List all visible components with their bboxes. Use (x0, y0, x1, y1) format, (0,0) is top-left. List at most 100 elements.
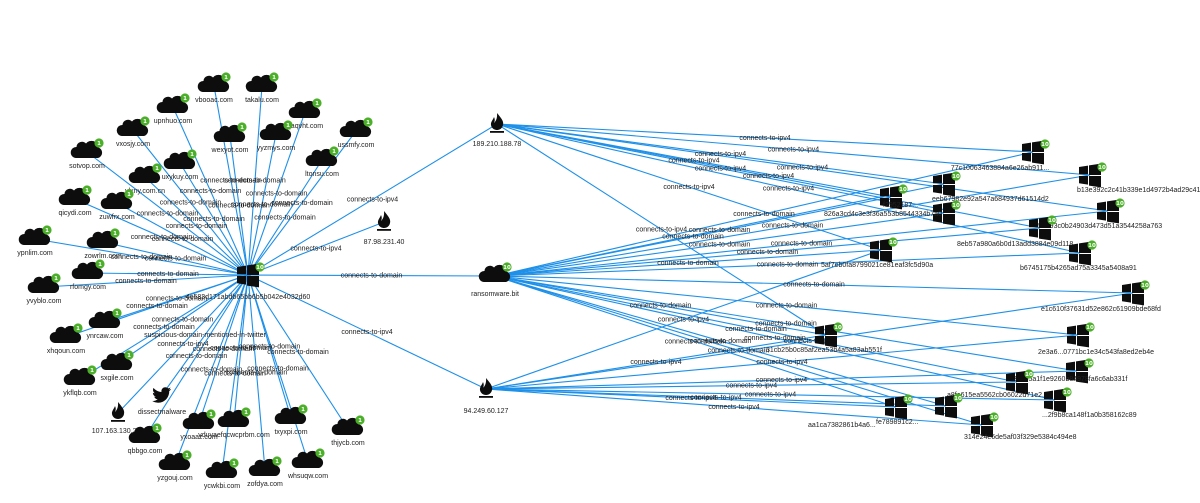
node-w16[interactable]: 10...2f9b8ca148f1a0b358162c89 (1042, 387, 1137, 419)
badge-count: 10 (1085, 361, 1093, 367)
edge-label: connects-to-ipv4 (726, 383, 777, 390)
badge-count: 1 (358, 418, 362, 424)
edge-label: connects-to-domain (131, 234, 193, 241)
edge-label: connects-to-domain (226, 370, 288, 377)
badge-count: 1 (85, 188, 89, 194)
node-ip3[interactable]: 94.249.60.127 (464, 378, 509, 415)
node-w4[interactable]: 10f2952187... (880, 184, 918, 210)
badge-count: 1 (209, 412, 213, 418)
node-w15[interactable]: 10aa1ca7382861b4a6... (808, 394, 913, 429)
edge-ip3-w10 (485, 292, 1134, 390)
node-label: 87.98.231.40 (364, 239, 405, 246)
count-badge: 1 (124, 189, 134, 199)
edge-label: connects-to-domain (208, 203, 270, 210)
node-ip2[interactable]: 87.98.231.40 (364, 211, 405, 246)
cloud-icon (339, 119, 372, 137)
node-tw[interactable]: dissectmalware (138, 387, 186, 416)
cloud-icon (259, 122, 292, 140)
edge-label: connects-to-domain (689, 242, 751, 249)
cloud-icon (49, 325, 82, 343)
edge-ip3-w14 (485, 381, 1018, 390)
count-badge: 1 (110, 228, 120, 238)
edge-label: connects-to-domain (665, 339, 727, 346)
node-ip4[interactable]: 107.163.130.209 (92, 402, 145, 435)
edge-bit-w6 (494, 210, 1109, 277)
edge-label: connects-to-domain (254, 215, 316, 222)
edge-hub1-ip4 (117, 274, 249, 414)
edge-bit-w15 (494, 275, 897, 408)
node-d13[interactable]: 1 qicydi.com (58, 185, 92, 217)
badge-count: 10 (889, 240, 897, 246)
edge-hub1-d17 (87, 272, 249, 276)
node-ip1[interactable]: 189.210.188.78 (473, 113, 522, 148)
node-w17[interactable]: 10fe789891c2... (876, 393, 963, 426)
edge-ip1-w2 (496, 123, 1091, 176)
edge-label: connects-to-ipv4 (756, 359, 807, 366)
node-label: qicydi.com (58, 210, 91, 217)
cloud-icon (291, 450, 324, 468)
node-label: sxgile.com (100, 375, 133, 382)
edge-ip1-w8 (496, 123, 882, 251)
edge-label: connects-to-ipv4 (341, 329, 392, 336)
edge-label: connects-to-ipv4 (695, 166, 746, 173)
badge-count: 10 (503, 265, 511, 271)
edge-label: connects-to-ipv4 (739, 135, 790, 142)
windows-icon (1067, 323, 1089, 348)
cloud-icon (331, 417, 364, 435)
node-w14[interactable]: 10a8fe615ea5562cb06022d71e2... (947, 369, 1048, 399)
badge-count: 1 (76, 326, 80, 332)
windows-icon (971, 413, 993, 438)
edge-hub1-ip2 (247, 221, 385, 276)
edge-label: connects-to-domain (657, 260, 719, 267)
edge-ip3-w11 (485, 334, 1079, 390)
edge-label: connects-to-domain (224, 178, 286, 185)
node-w1[interactable]: 1077c10063463884a6e26ab911... (951, 139, 1050, 172)
count-badge: 1 (42, 225, 52, 235)
